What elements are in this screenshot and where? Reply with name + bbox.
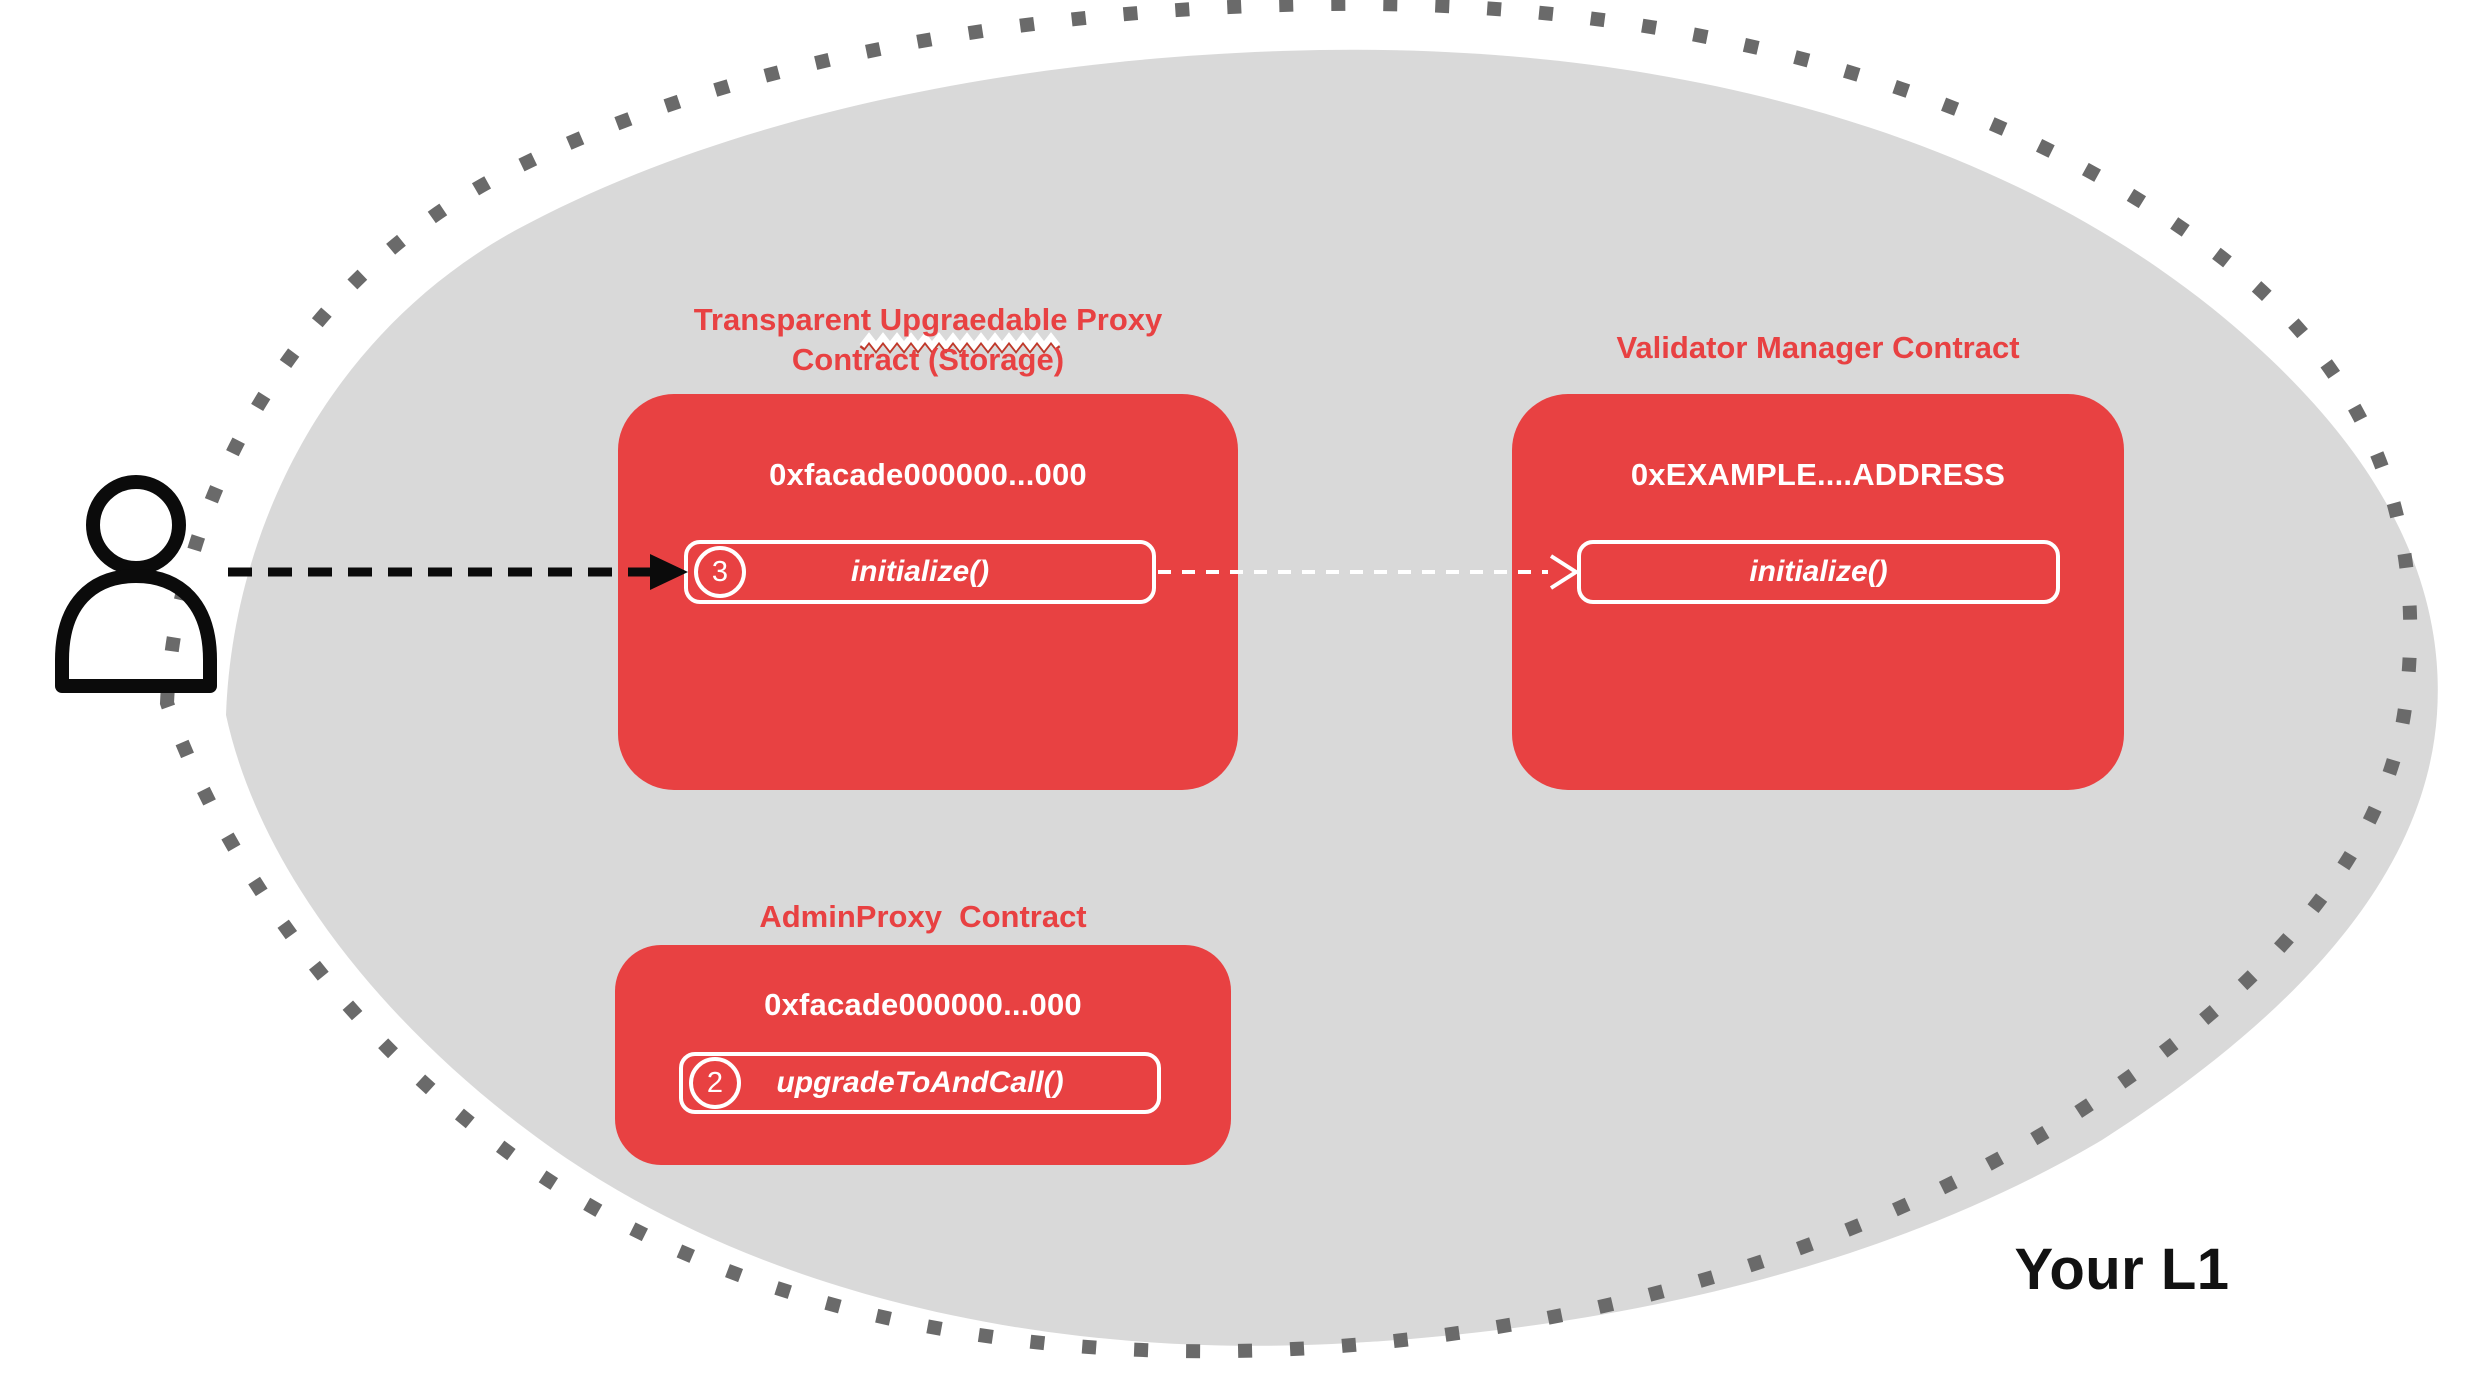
admin-upgrade-label: upgradeToAndCall() [776, 1066, 1064, 1099]
user-body [55, 569, 217, 693]
proxy-initialize-button: 3 initialize() [684, 540, 1156, 604]
user-icon [55, 475, 217, 693]
admin-upgrade-button: 2 upgradeToAndCall() [679, 1052, 1161, 1114]
validator-initialize-label: initialize() [1749, 555, 1888, 588]
admin-contract-title: AdminProxy Contract [759, 899, 1087, 934]
your-l1-label: Your L1 [2014, 1237, 2230, 1302]
admin-contract-card: 0xfacade000000...000 2 upgradeToAndCall(… [615, 945, 1231, 1165]
validator-contract-title: Validator Manager Contract [1616, 330, 2020, 365]
proxy-contract-card: 0xfacade000000...000 3 initialize() [618, 394, 1238, 790]
proxy-initialize-label: initialize() [850, 555, 990, 588]
validator-contract-address: 0xEXAMPLE....ADDRESS [1630, 457, 2006, 492]
admin-contract-address: 0xfacade000000...000 [764, 987, 1082, 1022]
user-head [86, 475, 186, 575]
proxy-contract-address: 0xfacade000000...000 [769, 457, 1087, 492]
proxy-contract-title: Transparent Upgraedable Proxy Contract (… [618, 300, 1238, 380]
step-3-badge: 3 [694, 546, 746, 598]
validator-contract-card: 0xEXAMPLE....ADDRESS initialize() [1512, 394, 2124, 790]
proxy-contract-title-line1: Transparent Upgraedable Proxy [693, 302, 1163, 337]
step-2-badge: 2 [689, 1057, 741, 1109]
validator-initialize-button: initialize() [1577, 540, 2060, 604]
spellcheck-squiggle-icon [859, 332, 1061, 354]
proxy-contract-title-line2: Contract (Storage) [791, 342, 1065, 377]
